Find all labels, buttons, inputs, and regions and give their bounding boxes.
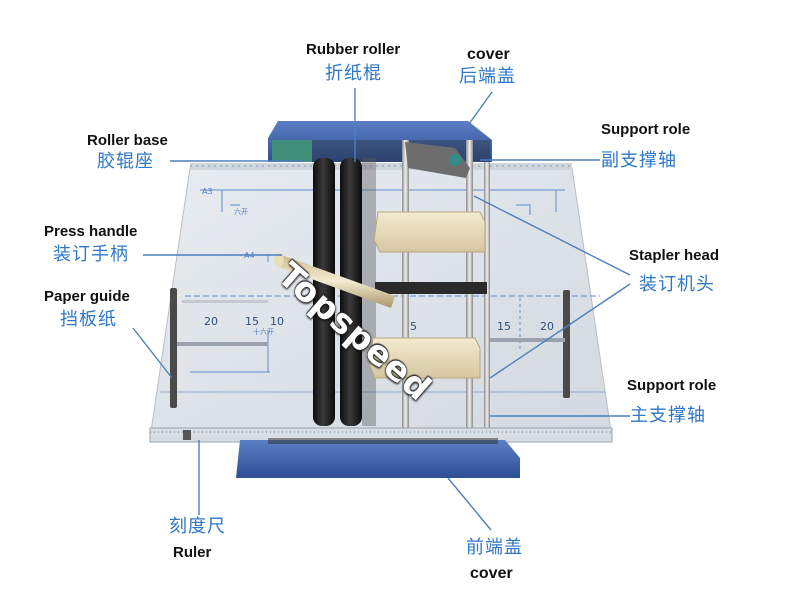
label-support-role-bottom-cn: 主支撑轴 (630, 405, 706, 426)
leader-paper-guide (132, 327, 173, 379)
press-handle-bar (274, 253, 395, 308)
label-support-role-top-en: Support role (601, 121, 691, 138)
top-ruler-strip (190, 163, 572, 170)
scale-right-5: 5 (410, 320, 417, 333)
label-press-handle-en: Press handle (44, 223, 138, 240)
label-cover-bottom-cn: 前端盖 (466, 537, 523, 558)
label-ruler-en: Ruler (173, 544, 212, 561)
label-stapler-head-en: Stapler head (629, 247, 720, 264)
label-rubber-roller-cn: 折纸棍 (325, 63, 382, 84)
paper-size-a3: A3 (202, 187, 213, 196)
right-paper-guide (485, 290, 570, 398)
label-press-handle-cn: 装订手柄 (53, 244, 129, 265)
leader-stapler-head-1 (473, 195, 631, 276)
label-paper-guide-en: Paper guide (44, 288, 130, 305)
label-ruler-cn: 刻度尺 (169, 516, 226, 537)
leader-stapler-head-2 (489, 283, 631, 379)
stapler-pads (369, 211, 486, 379)
label-cover-bottom-en: cover (470, 565, 513, 582)
paper-size-sixteenmo: 十六开 (253, 327, 274, 336)
label-support-role-top-cn: 副支撑轴 (601, 150, 677, 171)
scale-left-15: 15 (245, 315, 259, 328)
scale-left-20: 20 (204, 315, 218, 328)
label-stapler-head-cn: 装订机头 (639, 274, 715, 295)
stapler-head-bracket (375, 142, 487, 294)
leader-cover-top (468, 91, 493, 125)
front-cover (236, 438, 520, 478)
label-paper-guide-cn: 挡板纸 (60, 309, 117, 330)
leader-cover-bottom (447, 477, 492, 531)
leader-lines (132, 88, 631, 531)
label-support-role-bottom-en: Support role (627, 377, 717, 394)
label-roller-base-en: Roller base (87, 132, 168, 149)
scale-left-10: 10 (270, 315, 284, 328)
label-cover-top-en: cover (467, 46, 510, 63)
scale-right-20: 20 (540, 320, 554, 333)
plate-labels: A3 六开 A4 十六开 20 15 10 5 15 20 (202, 187, 554, 336)
label-roller-base-cn: 胶辊座 (97, 151, 154, 172)
label-cover-top-cn: 后端盖 (459, 66, 516, 87)
label-rubber-roller-en: Rubber roller (306, 41, 401, 58)
paper-size-six-folio: 六开 (234, 207, 248, 216)
scale-right-15: 15 (497, 320, 511, 333)
